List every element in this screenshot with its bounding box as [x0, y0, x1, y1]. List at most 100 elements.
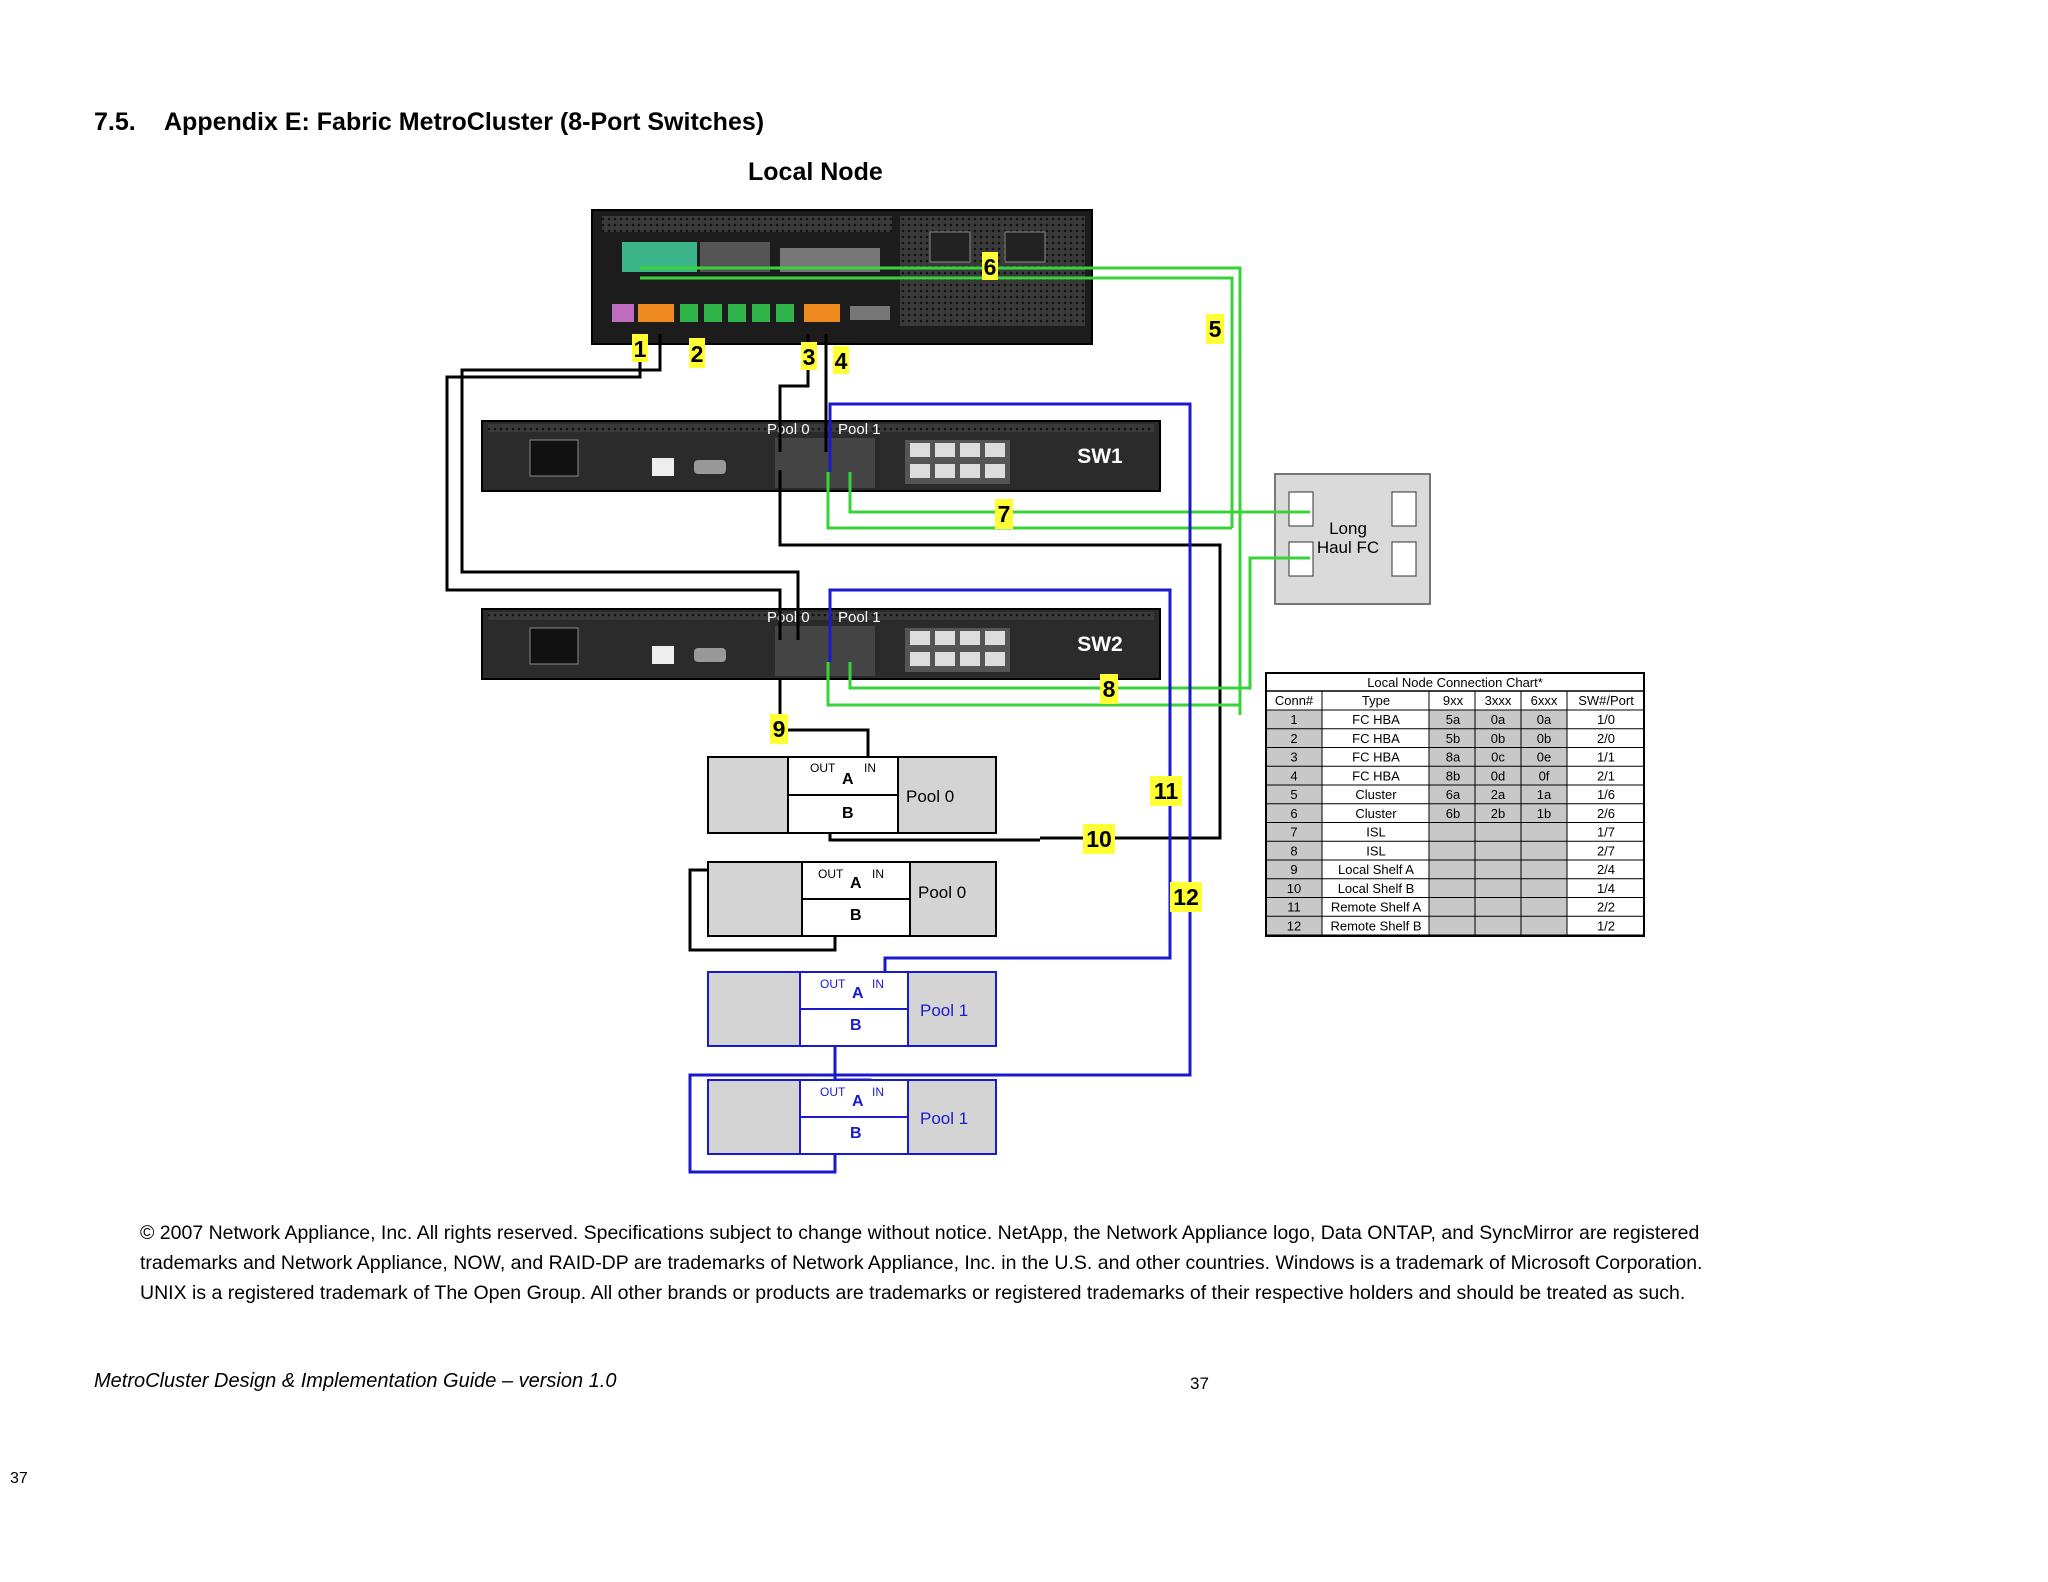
table-cell: 2/0	[1597, 731, 1615, 746]
footer-page-number: 37	[1190, 1374, 1209, 1393]
fc-port-0c	[804, 304, 840, 322]
shelf-pool-label: Pool 1	[920, 1001, 968, 1020]
table-cell: Remote Shelf B	[1330, 918, 1421, 933]
page-corner-number: 37	[10, 1470, 28, 1487]
chart-title: Local Node Connection Chart*	[1367, 675, 1543, 690]
table-cell: 6a	[1446, 787, 1461, 802]
table-cell: 2b	[1491, 806, 1505, 821]
table-cell: 0a	[1491, 712, 1506, 727]
table-cell: 2	[1290, 731, 1297, 746]
serial-port	[694, 648, 726, 662]
table-cell: FC HBA	[1352, 750, 1400, 765]
svg-text:11: 11	[1154, 778, 1179, 804]
serial-port	[694, 460, 726, 474]
power-inlet	[529, 627, 579, 665]
table-cell: 2/4	[1597, 862, 1615, 877]
table-cell: 0b	[1537, 731, 1551, 746]
fc-port-0a	[638, 304, 674, 322]
table-cell: FC HBA	[1352, 712, 1400, 727]
diagram-title: Local Node	[748, 158, 883, 186]
svg-text:10: 10	[1086, 826, 1112, 852]
shelf-module-label: B	[850, 907, 862, 924]
switch-sw2: SW2 Pool 0 Pool 1	[481, 608, 1161, 680]
shelf-port-label: OUT	[810, 761, 836, 775]
connection-marker-5: 5	[1206, 314, 1224, 344]
ethernet-ports	[680, 304, 794, 322]
pool-tag: Pool 1	[838, 421, 881, 438]
shelf-module-label: B	[850, 1125, 862, 1142]
table-cell: 0c	[1491, 750, 1505, 765]
table-cell: 1	[1290, 712, 1297, 727]
table-cell: 6b	[1446, 806, 1460, 821]
table-cell: ISL	[1366, 825, 1386, 840]
table-cell: 1/7	[1597, 825, 1615, 840]
table-cell: FC HBA	[1352, 768, 1400, 783]
connection-marker-9: 9	[770, 714, 788, 744]
table-cell: 1a	[1537, 787, 1552, 802]
column-header: Conn#	[1275, 693, 1314, 708]
section-heading: 7.5. Appendix E: Fabric MetroCluster (8-P…	[94, 108, 764, 137]
footer-guide-title: MetroCluster Design & Implementation Gui…	[94, 1370, 617, 1392]
table-cell: 8a	[1446, 750, 1461, 765]
copyright-notice: © 2007 Network Appliance, Inc. All right…	[140, 1222, 1703, 1304]
table-row: 9 Local Shelf A 2/4	[1290, 862, 1615, 877]
chart-header-row: Conn# Type 9xx 3xxx 6xxx SW#/Port	[1275, 693, 1634, 708]
connection-marker-7: 7	[995, 499, 1013, 529]
shelf-pool-label: Pool 0	[918, 883, 966, 902]
table-cell: 2/6	[1597, 806, 1615, 821]
column-header: 3xxx	[1485, 693, 1512, 708]
connection-marker-6: 6	[982, 252, 998, 280]
switch-label: SW1	[1077, 445, 1123, 468]
table-cell: 2/7	[1597, 843, 1615, 858]
switch-label: SW2	[1077, 633, 1123, 656]
shelf-port-label: IN	[864, 761, 876, 775]
shelf-port-label: IN	[872, 1085, 884, 1099]
table-cell: 5a	[1446, 712, 1461, 727]
pool-tag: Pool 0	[767, 609, 810, 626]
mgmt-port	[652, 458, 674, 476]
table-cell: 1/6	[1597, 787, 1615, 802]
connection-marker-1: 1	[632, 334, 648, 362]
table-cell: 9	[1290, 862, 1297, 877]
table-cell: 2/2	[1597, 900, 1615, 915]
table-cell: ISL	[1366, 843, 1386, 858]
svg-text:7: 7	[998, 501, 1011, 527]
table-cell: 8b	[1446, 768, 1460, 783]
column-header: 6xxx	[1531, 693, 1558, 708]
connection-marker-2: 2	[689, 338, 705, 368]
shelf-pool1-b: OUT IN A B Pool 1	[707, 1079, 997, 1155]
column-header: SW#/Port	[1578, 693, 1634, 708]
svg-text:2: 2	[691, 341, 704, 367]
cluster-isl-cables	[640, 266, 1310, 715]
section-title: Appendix E: Fabric MetroCluster (8-Port …	[164, 108, 765, 136]
table-cell: 0e	[1537, 750, 1551, 765]
table-cell: 1/1	[1597, 750, 1615, 765]
column-header: Type	[1362, 693, 1390, 708]
section-number: 7.5.	[94, 108, 136, 136]
shelf-module-label: A	[852, 1093, 864, 1110]
shelf-module-label: A	[852, 985, 864, 1002]
table-cell: 3	[1290, 750, 1297, 765]
svg-text:12: 12	[1173, 884, 1199, 910]
shelf-module-label: A	[850, 875, 862, 892]
table-cell: Local Shelf A	[1338, 862, 1414, 877]
table-row: 3 FC HBA 8a 0c 0e 1/1	[1290, 750, 1615, 765]
shelf-pool-label: Pool 0	[906, 787, 954, 806]
table-cell: 1/4	[1597, 881, 1615, 896]
shelf-module-label: A	[842, 771, 854, 788]
connection-marker-12: 12	[1170, 882, 1202, 912]
connection-marker-10: 10	[1083, 824, 1115, 854]
svg-text:1: 1	[634, 336, 647, 362]
table-cell: 0b	[1491, 731, 1505, 746]
shelf-pool-label: Pool 1	[920, 1109, 968, 1128]
table-cell: 8	[1290, 843, 1297, 858]
long-haul-fc: Long Haul FC	[1274, 473, 1431, 605]
table-cell: Cluster	[1355, 806, 1397, 821]
